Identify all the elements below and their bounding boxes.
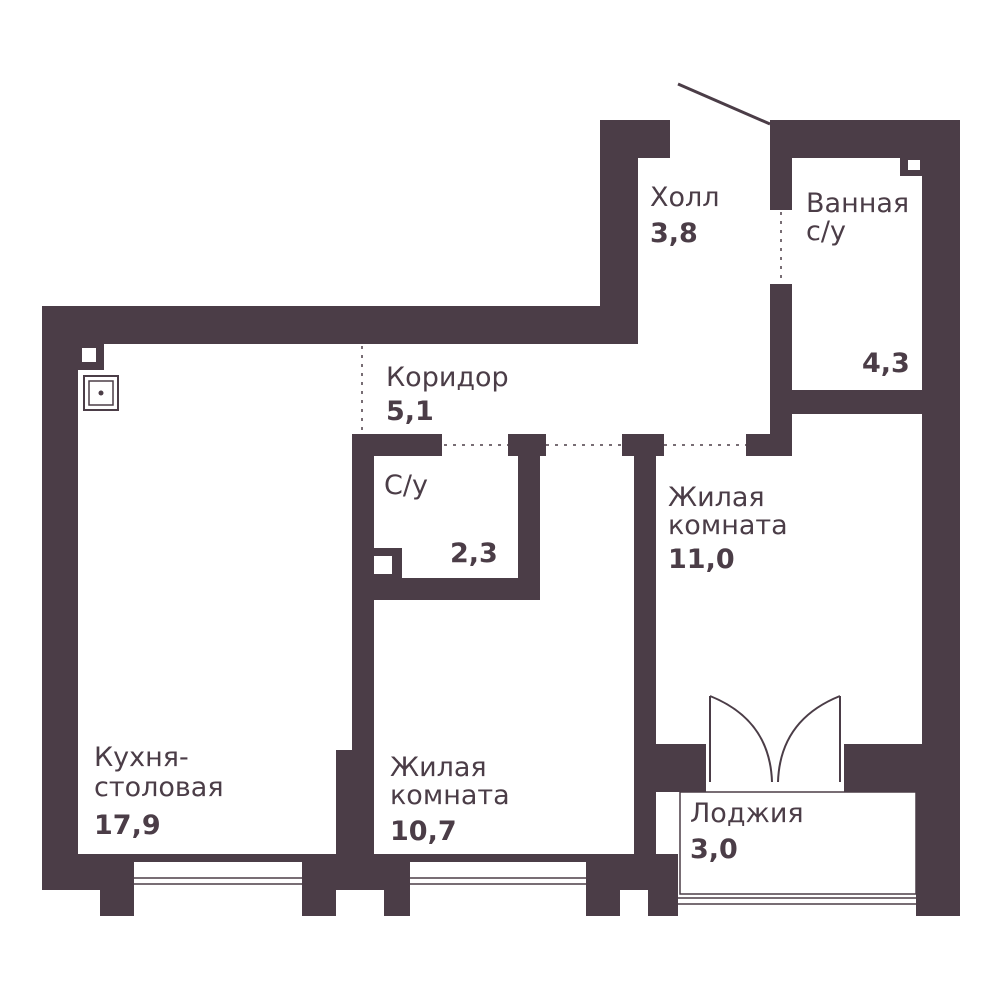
wall-wc-top-left (352, 434, 442, 456)
wall-top-kitchen (42, 306, 638, 344)
wall-living-divider (634, 434, 656, 874)
balcony-door-icon (709, 695, 841, 783)
kitchen-name-line2: столовая (94, 772, 224, 803)
room-living-center: Жилая комната 10,7 (390, 752, 510, 847)
hall-name: Холл (650, 182, 720, 213)
living-center-area: 10,7 (390, 816, 457, 847)
wall-bath-bottom (770, 390, 960, 414)
room-bathroom: Ванная с/у 4,3 (806, 188, 910, 379)
windows (134, 791, 917, 916)
corridor-name: Коридор (386, 362, 509, 393)
hall-area: 3,8 (650, 218, 698, 249)
wall-left (42, 306, 78, 888)
wc-area: 2,3 (450, 538, 498, 569)
window-pillar-2 (302, 854, 336, 916)
bathroom-area: 4,3 (862, 348, 910, 379)
bathroom-name-line1: Ванная (806, 188, 909, 219)
kitchen-area: 17,9 (94, 810, 161, 841)
room-corridor: Коридор 5,1 (386, 362, 509, 427)
walls (42, 120, 960, 916)
living-right-area: 11,0 (668, 544, 735, 575)
wall-wc-left (352, 434, 374, 854)
loggia-area: 3,0 (690, 834, 738, 865)
window-pillar-3 (384, 854, 410, 916)
wall-wc-bottom (352, 578, 540, 600)
bathroom-name-line2: с/у (806, 216, 846, 247)
window-pillar-6 (916, 792, 960, 916)
window-pillar-4 (586, 854, 620, 916)
room-wc: С/у 2,3 (384, 470, 498, 569)
zone-separators (361, 212, 782, 446)
window-pillar-1 (100, 854, 134, 916)
room-living-right: Жилая комната 11,0 (668, 482, 788, 575)
wall-hall-top-stub (600, 120, 670, 158)
wall-living-right-bottom-left (634, 744, 706, 792)
entrance-door-icon (677, 82, 771, 126)
living-center-name-line2: комната (390, 780, 510, 811)
living-right-name-line1: Жилая (668, 482, 765, 513)
room-loggia: Лоджия 3,0 (690, 798, 804, 865)
wall-living-right-bottom-right (844, 744, 960, 792)
sink-icon (83, 375, 119, 411)
living-center-name-line1: Жилая (390, 752, 487, 783)
wall-wc-right (518, 434, 540, 600)
room-kitchen: Кухня- столовая 17,9 (94, 742, 224, 841)
loggia-name: Лоджия (690, 798, 804, 829)
wall-bath-left-lower (770, 284, 792, 414)
wall-bath-left-upper (770, 120, 792, 210)
corridor-area: 5,1 (386, 396, 434, 427)
kitchen-name-line1: Кухня- (94, 742, 189, 773)
living-right-name-line2: комната (668, 510, 788, 541)
room-hall: Холл 3,8 (650, 182, 720, 249)
wall-kitchen-living-lower (336, 750, 374, 854)
ventilation-shaft-icon (78, 158, 922, 580)
wall-corridor-right-stub (746, 434, 792, 456)
wc-name: С/у (384, 470, 428, 501)
